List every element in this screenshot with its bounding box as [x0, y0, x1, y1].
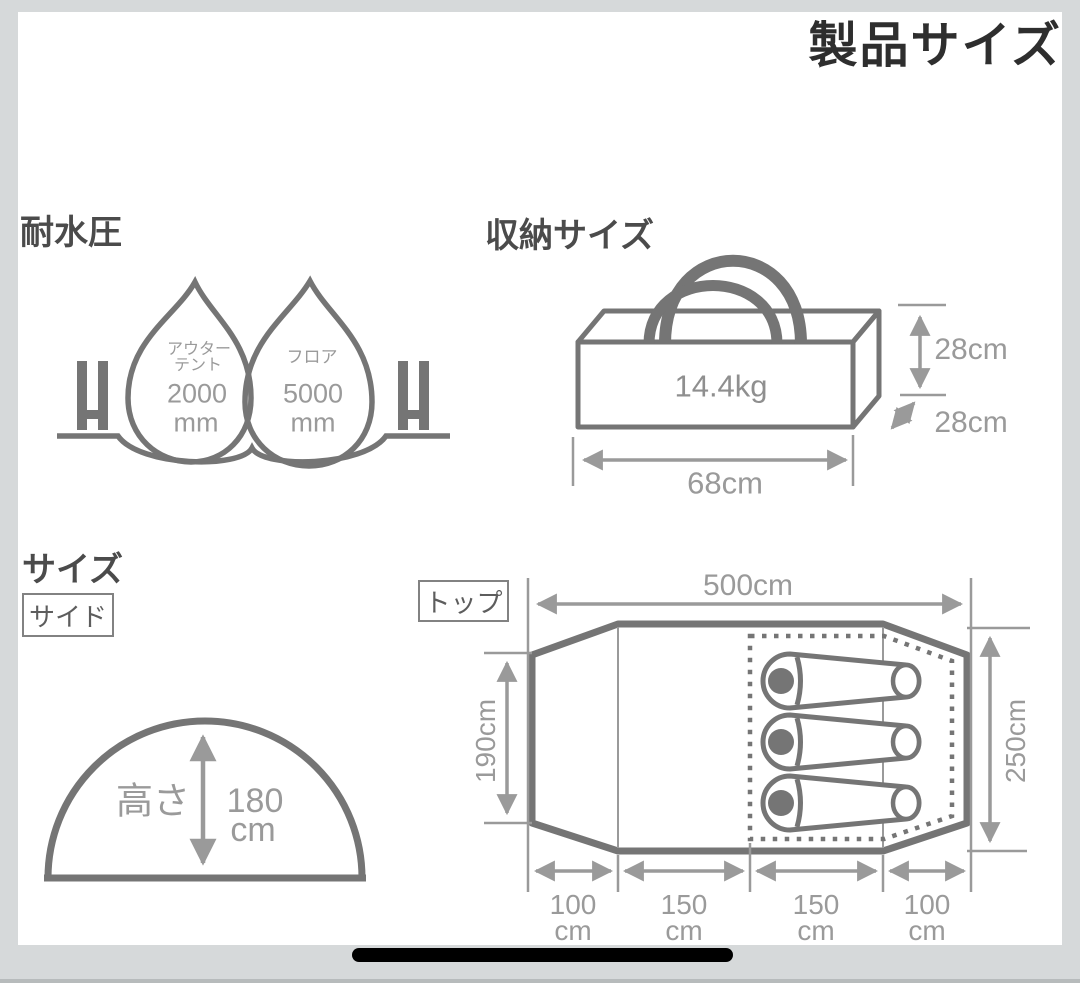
floor-value: 5000 [282, 378, 344, 409]
segment-label-1: 100 cm [549, 889, 597, 946]
bag-weight-label: 14.4kg [674, 368, 768, 404]
outer-tent-label-line2: テント [173, 357, 223, 374]
outer-tent-unit: mm [173, 407, 219, 438]
floor-unit: mm [290, 407, 336, 438]
dome-height-unit: cm [230, 811, 276, 849]
outer-tent-value: 2000 [166, 378, 228, 409]
segment-label-3: 150 cm [792, 889, 840, 946]
dome-height-label: 高さ [116, 780, 190, 822]
bottom-edge-line [0, 979, 1080, 983]
storage-size-heading: 収納サイズ [485, 217, 654, 255]
home-indicator[interactable] [352, 948, 733, 962]
total-length-label: 500cm [702, 569, 794, 602]
right-width-label: 250cm [1000, 698, 1031, 784]
left-width-label: 190cm [470, 698, 501, 784]
top-view-tag: トップ [418, 580, 509, 622]
size-heading: サイズ [22, 551, 123, 589]
bag-depth-label: 28cm [934, 406, 1008, 439]
bag-height-label: 28cm [934, 333, 1008, 366]
side-view-tag: サイド [22, 593, 114, 637]
outer-tent-label-line1: アウター [166, 341, 232, 358]
segment-label-2: 150 cm [660, 889, 708, 946]
dome-height-value: 180 [226, 782, 284, 820]
floor-label: フロア [286, 347, 338, 367]
bag-length-label: 68cm [687, 465, 763, 501]
water-resistance-heading: 耐水圧 [20, 214, 122, 252]
page-title: 製品サイズ [808, 19, 1062, 73]
segment-label-4: 100 cm [903, 889, 951, 946]
